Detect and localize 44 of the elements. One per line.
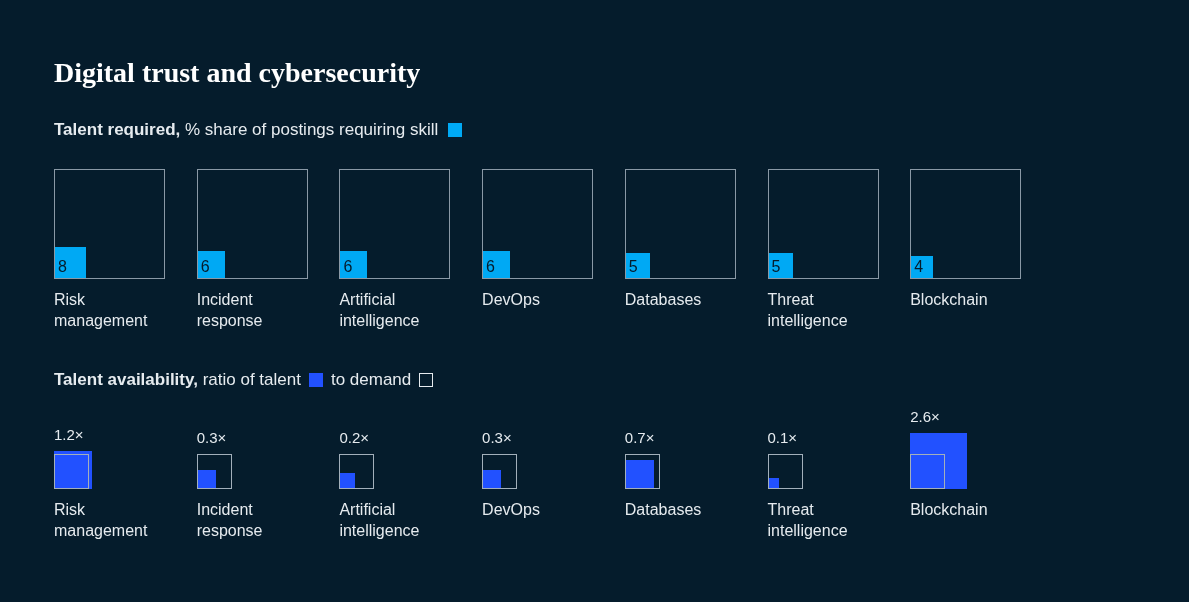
value-label: 6 [342,259,353,277]
value-label: 8 [57,259,67,277]
ratio-label: 0.1× [767,430,798,445]
skill-label: Risk management [54,500,149,541]
skill-label: DevOps [482,290,541,310]
value-label: 5 [770,259,781,277]
demand-square [482,169,594,279]
skill-label: Artificial intelligence [339,290,421,331]
ratio-label: 1.2× [54,426,84,442]
ratio-label: 0.3× [482,430,512,445]
demand-square [482,454,518,489]
demand-square [767,454,803,489]
demand-square [196,169,308,279]
demand-square [339,454,375,489]
skill-label: Blockchain [910,290,989,310]
skill-label: Databases [624,500,703,520]
skill-label: Threat intelligence [767,500,849,541]
skill-label: Incident response [196,290,264,331]
ratio-label: 2.6× [910,408,940,424]
chart-title: Digital trust and cybersecurity [54,56,421,90]
legend-text: to demand [330,369,412,391]
ratio-label: 0.7× [624,430,655,445]
ratio-label: 0.2× [339,430,369,445]
skill-label: Blockchain [910,500,989,520]
skill-label: Databases [624,290,703,310]
value-label: 6 [199,259,210,277]
section-heading: Talent required, % share of postings requiring skill [54,119,439,141]
skill-label: Risk management [54,290,149,331]
ratio-label: 0.3× [196,430,227,445]
demand-square [339,169,451,279]
demand-square [54,169,165,279]
demand-square [196,454,232,489]
skill-label: Threat intelligence [767,290,849,331]
demand-square [624,169,736,279]
demand-square [910,169,1022,279]
skill-label: Incident response [196,500,264,541]
value-label: 6 [485,259,495,277]
section-heading: Talent availability, ratio of talent [54,369,301,391]
skill-label: Artificial intelligence [339,500,421,541]
value-label: 5 [627,259,638,277]
demand-square [910,454,946,489]
value-label: 4 [913,259,924,277]
demand-square [767,169,879,279]
skill-label: DevOps [482,500,541,520]
